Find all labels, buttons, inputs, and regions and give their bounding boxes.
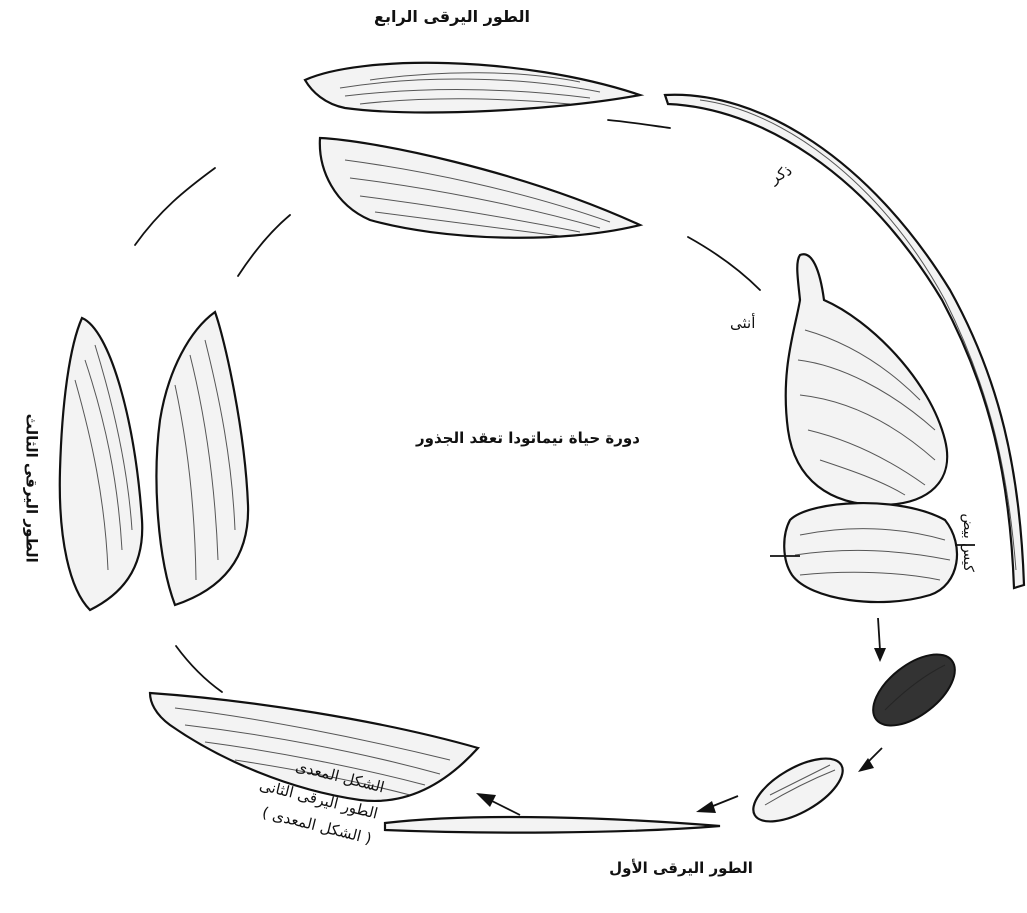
fourth-stage-juvenile-upper	[305, 63, 640, 113]
cycle-arc-top-right	[608, 120, 670, 128]
arrow-to-second-stage	[476, 793, 520, 815]
third-stage-juvenile-outer	[60, 318, 142, 610]
cycle-arc-top-left	[135, 168, 215, 245]
cycle-arc-bottom-left	[176, 646, 222, 692]
third-stage-juvenile-inner	[156, 312, 248, 605]
diagram-title: دورة حياة نيماتودا تعقد الجذور	[378, 430, 678, 447]
cycle-arc-inner-left	[238, 215, 290, 276]
egg-sac	[770, 503, 975, 602]
female-nematode	[786, 254, 947, 505]
first-stage-juvenile	[385, 817, 720, 833]
arrow-egg-to-first-stage	[858, 748, 882, 772]
arrow-to-first-stage-juvenile	[696, 796, 738, 813]
fourth-stage-juvenile-lower	[320, 138, 640, 238]
egg	[861, 641, 967, 740]
first-stage-in-egg	[744, 746, 853, 834]
label-female: أنثى	[730, 315, 755, 332]
label-fourth-stage: الطور اليرقى الرابع	[352, 8, 552, 26]
label-first-stage: الطور اليرقى الأول	[596, 860, 766, 877]
label-third-stage: الطور اليرقى الثالث	[23, 393, 40, 583]
cycle-arc-right-upper	[688, 237, 760, 290]
arrow-egg-sac-to-egg	[874, 618, 886, 662]
label-egg-sac: كيس بيض	[960, 513, 975, 571]
